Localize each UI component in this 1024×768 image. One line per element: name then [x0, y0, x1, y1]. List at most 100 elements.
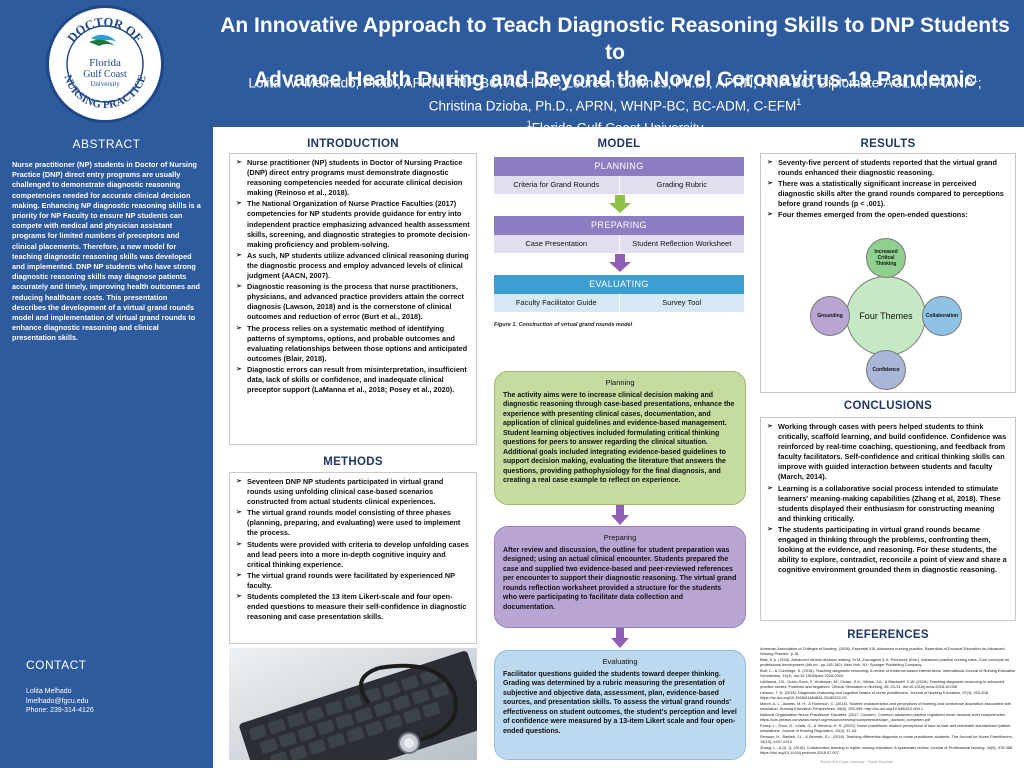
list-item: Students were provided with criteria to …: [236, 540, 470, 570]
contact-info: Lolita Melhado lmelhado@fgcu.edu Phone: …: [26, 687, 94, 716]
list-item: Seventeen DNP NP students participated i…: [236, 477, 470, 507]
reference-item: Zhang, L., & Qi, Q. (2018). Collaborativ…: [760, 745, 1014, 756]
reference-item: Burt, L., & Corbridge, S. (2018). Teachi…: [760, 668, 1016, 679]
preparing-left-cell: Case Presentation: [494, 235, 620, 253]
conclusions-list: Working through cases with peers helped …: [767, 422, 1009, 575]
left-sidebar: ABSTRACT Nurse practitioner (NP) student…: [0, 127, 213, 768]
references-heading: REFERENCES: [847, 629, 929, 641]
reference-item: LaManna, J.B., Guido-Sanz, F., Anderson,…: [760, 679, 1005, 690]
introduction-list: Nurse practitioner (NP) students in Doct…: [236, 158, 470, 395]
author-list: Lolita W. Melhado, Ph.D., APRN, FNP-BC, …: [248, 74, 982, 136]
reference-item: Blair, K.A. (2018). Advanced clinical de…: [760, 657, 1010, 668]
affiliation-sup: 1: [972, 74, 978, 84]
theme-center-circle: Four Themes: [846, 276, 926, 356]
list-item: As such, NP students utilize advanced cl…: [236, 251, 470, 281]
methods-heading: METHODS: [323, 456, 383, 468]
evaluating-left-cell: Faculty Facilitator Guide: [494, 294, 620, 312]
list-item: The students participating in virtual gr…: [767, 525, 1009, 575]
evaluating-phase-cells: Faculty Facilitator Guide Survey Tool: [494, 294, 744, 312]
planning-phase-bar: PLANNING: [494, 157, 744, 176]
contact-email[interactable]: lmelhado@fgcu.edu: [26, 697, 89, 705]
list-item: Four themes emerged from the open-ended …: [767, 210, 1009, 220]
planning-right-cell: Grading Rubric: [656, 180, 707, 189]
list-item: Learning is a collaborative social proce…: [767, 484, 1009, 524]
preparing-box-text: After review and discussion, the outline…: [503, 546, 737, 611]
poster-title: An Innovative Approach to Teach Diagnost…: [215, 12, 1015, 93]
theme-bottom-circle: Confidence: [866, 350, 906, 390]
title-line-1: An Innovative Approach to Teach Diagnost…: [220, 14, 1010, 64]
preparing-box-heading: Preparing: [603, 533, 637, 542]
affiliation-sup: 1: [796, 96, 802, 107]
evaluating-box: Evaluating Facilitator questions guided …: [494, 650, 746, 760]
planning-box-heading: Planning: [605, 378, 635, 387]
preparing-right-cell: Student Reflection Worksheet: [632, 239, 732, 248]
logo-emblem-icon: DOCTOR OF NURSING PRACTICE Florida Gulf …: [61, 15, 148, 111]
methods-panel: Seventeen DNP NP students participated i…: [229, 472, 477, 644]
down-arrow-icon: [609, 254, 631, 272]
evaluating-right-cell: Survey Tool: [662, 298, 702, 307]
list-item: Diagnostic reasoning is the process that…: [236, 282, 470, 322]
reference-item: March, A. L., Adams, M. H., & Robinson, …: [760, 701, 1012, 712]
theme-right-circle: Collaboration: [922, 296, 962, 336]
list-item: Seventy-five percent of students reporte…: [767, 158, 1009, 178]
list-item: Diagnostic errors can result from misint…: [236, 365, 470, 395]
methods-list: Seventeen DNP NP students participated i…: [236, 477, 470, 622]
down-arrow-icon: [611, 505, 629, 525]
poster-header: DOCTOR OF NURSING PRACTICE Florida Gulf …: [0, 0, 1024, 136]
theme-top-circle: Increased Critical Thinking: [866, 238, 906, 278]
down-arrow-icon: [611, 628, 629, 648]
logo-line1: Florida: [89, 57, 121, 69]
contact-heading: CONTACT: [26, 658, 87, 672]
list-item: The virtual grand rounds were facilitate…: [236, 571, 470, 591]
reference-item: National Organization Nurse Practitioner…: [760, 712, 1006, 723]
contact-name: Lolita Melhado: [26, 688, 72, 695]
abstract-text: Nurse practitioner (NP) students in Doct…: [12, 160, 201, 343]
introduction-panel: Nurse practitioner (NP) students in Doct…: [229, 153, 477, 445]
down-arrow-icon: [609, 195, 631, 213]
evaluating-phase-bar: EVALUATING: [494, 275, 744, 294]
reference-item: American Association of Colleges of Nurs…: [760, 646, 1005, 657]
affiliation: Florida Gulf Coast University: [531, 120, 704, 136]
planning-box: Planning The activity aims were to incre…: [494, 371, 746, 505]
theme-left-circle: Grounding: [810, 296, 850, 336]
references-list: American Association of Colleges of Nurs…: [760, 646, 1016, 758]
affiliation-sup: 1: [552, 74, 558, 84]
results-heading: RESULTS: [860, 138, 916, 150]
reference-item: Reinoso, H., Bartlett, J.L., & Bennett, …: [760, 734, 1013, 745]
planning-left-cell: Criteria for Grand Rounds: [494, 176, 620, 194]
preparing-box: Preparing After review and discussion, t…: [494, 526, 746, 628]
preparing-phase-cells: Case Presentation Student Reflection Wor…: [494, 235, 744, 253]
contact-phone: Phone: 239-314-4126: [26, 707, 94, 714]
list-item: Working through cases with peers helped …: [767, 422, 1009, 483]
results-list: Seventy-five percent of students reporte…: [767, 158, 1009, 221]
list-item: There was a statistically significant in…: [767, 179, 1009, 209]
abstract-heading: ABSTRACT: [72, 137, 141, 151]
planning-phase-cells: Criteria for Grand Rounds Grading Rubric: [494, 176, 744, 194]
reference-item: Posey, L., Zhou, G., Lewis, G., & Steven…: [760, 723, 1011, 734]
conclusions-panel: Working through cases with peers helped …: [760, 417, 1016, 621]
list-item: The process relies on a systematic metho…: [236, 324, 470, 364]
evaluating-box-heading: Evaluating: [602, 657, 638, 666]
author-2: ; Loureen Downes, Ph.D., APRN, FNP-BC, D…: [557, 75, 973, 91]
reference-item: Lawson, T. N. (2018). Diagnostic reasoni…: [760, 690, 989, 701]
preparing-phase-bar: PREPARING: [494, 216, 744, 235]
model-heading: MODEL: [597, 138, 641, 150]
author-3: Christina Dzioba, Ph.D., APRN, WHNP-BC, …: [428, 98, 797, 113]
title-line-2: Advance Health During and Beyond the Nov…: [253, 68, 977, 91]
list-item: The virtual grand rounds model consistin…: [236, 508, 470, 538]
introduction-heading: INTRODUCTION: [307, 138, 399, 150]
list-item: Nurse practitioner (NP) students in Doct…: [236, 158, 470, 198]
figure-caption: Figure 1. Construction of virtual grand …: [494, 322, 633, 328]
dnp-logo: DOCTOR OF NURSING PRACTICE Florida Gulf …: [46, 5, 164, 123]
affiliation-sup: 1: [526, 119, 532, 129]
footer-note: Florida Gulf Coast University · Poster T…: [820, 760, 893, 764]
logo-line2: Gulf Coast: [83, 69, 127, 80]
evaluating-box-text: Facilitator questions guided the student…: [503, 670, 737, 735]
list-item: The National Organization of Nurse Pract…: [236, 199, 470, 249]
conclusions-heading: CONCLUSIONS: [843, 400, 933, 412]
logo-line3: University: [90, 80, 120, 88]
stethoscope-keyboard-photo: [229, 648, 477, 760]
author-1: Lolita W. Melhado, Ph.D., APRN, FNP-BC, …: [248, 75, 553, 91]
list-item: Students completed the 13 item Likert-sc…: [236, 592, 470, 622]
planning-box-text: The activity aims were to increase clini…: [503, 391, 735, 485]
